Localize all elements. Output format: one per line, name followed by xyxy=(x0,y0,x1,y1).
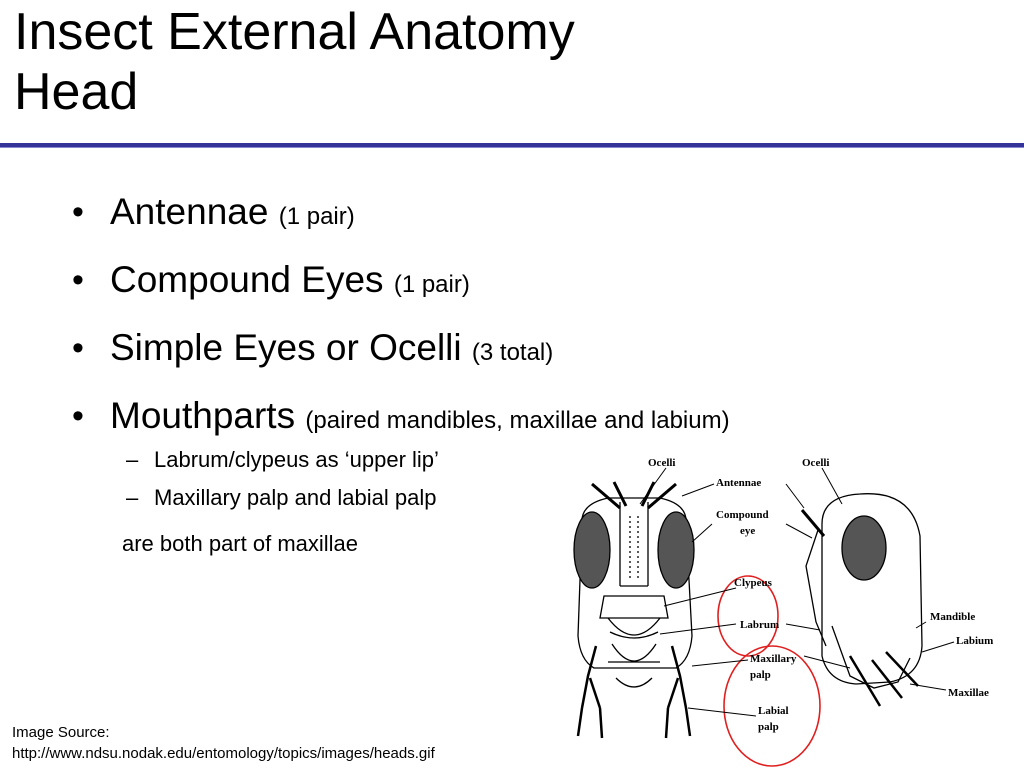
bullet-text: Mouthparts xyxy=(110,395,296,436)
title-line-1: Insect External Anatomy xyxy=(14,3,575,61)
sub-bullet-list: – Labrum/clypeus as ‘upper lip’ – Maxill… xyxy=(122,446,439,522)
label-ocelli-right: Ocelli xyxy=(802,457,830,469)
bullet-compound-eyes: • Compound Eyes (1 pair) xyxy=(72,258,730,326)
bullet-text: Antennae xyxy=(110,191,269,232)
label-compound-line-2: eye xyxy=(740,525,755,537)
page-title: Insect External Anatomy Head xyxy=(14,2,575,122)
bullet-antennae: • Antennae (1 pair) xyxy=(72,190,730,258)
title-divider xyxy=(0,143,1024,148)
insect-head-drawing: Ocelli Ocelli Antennae Compound eye Clyp… xyxy=(573,457,993,767)
bullet-note: (1 pair) xyxy=(393,271,470,298)
label-compound-line-1: Compound xyxy=(716,509,769,521)
leader-lines xyxy=(639,467,955,717)
highlight-circles xyxy=(717,575,821,767)
bullet-dot: • xyxy=(72,193,84,231)
label-labial-line-2: palp xyxy=(758,721,779,733)
image-source: Image Source: http://www.ndsu.nodak.edu/… xyxy=(12,722,435,764)
label-maxillary-line-1: Maxillary xyxy=(750,653,797,665)
head-front-view xyxy=(573,481,695,739)
source-label: Image Source: xyxy=(12,724,110,741)
palp-highlight xyxy=(723,645,821,767)
sub-bullet-text: Labrum/clypeus as ‘upper lip’ xyxy=(154,447,439,472)
bullet-list: • Antennae (1 pair) • Compound Eyes (1 p… xyxy=(72,190,730,462)
sub-bullet-dash: – xyxy=(126,485,139,510)
label-maxillae: Maxillae xyxy=(948,687,989,699)
sub-bullet-dash: – xyxy=(126,447,139,472)
sub-bullet-labrum: – Labrum/clypeus as ‘upper lip’ xyxy=(122,446,439,484)
label-maxillary-line-2: palp xyxy=(750,669,771,681)
bullet-text: Compound Eyes xyxy=(110,259,384,300)
insect-head-diagram: Ocelli Ocelli Antennae Compound eye Clyp… xyxy=(560,446,1024,768)
bullet-simple-eyes: • Simple Eyes or Ocelli (3 total) xyxy=(72,326,730,394)
label-labrum: Labrum xyxy=(740,619,779,631)
bullet-mouthparts: • Mouthparts (paired mandibles, maxillae… xyxy=(72,394,730,462)
label-clypeus: Clypeus xyxy=(734,577,773,589)
bullet-dot: • xyxy=(72,329,84,367)
bullet-text: Simple Eyes or Ocelli xyxy=(110,327,462,368)
label-ocelli-left: Ocelli xyxy=(648,457,676,469)
label-antennae: Antennae xyxy=(716,477,761,489)
title-line-2: Head xyxy=(14,63,139,121)
bullet-dot: • xyxy=(72,261,84,299)
head-side-view xyxy=(800,493,923,707)
sub-bullet-palps: – Maxillary palp and labial palp xyxy=(122,484,439,522)
sub-bullet-continuation: are both part of maxillae xyxy=(122,531,359,556)
bullet-note: (1 pair) xyxy=(278,203,355,230)
label-mandible: Mandible xyxy=(930,611,975,623)
bullet-note: (paired mandibles, maxillae and labium) xyxy=(305,407,730,434)
label-labial-line-1: Labial xyxy=(758,705,789,717)
source-url: http://www.ndsu.nodak.edu/entomology/top… xyxy=(12,745,435,762)
label-labium: Labium xyxy=(956,635,993,647)
bullet-note: (3 total) xyxy=(471,339,554,366)
clypeus-labrum-highlight xyxy=(717,575,779,657)
bullet-dot: • xyxy=(72,397,84,435)
sub-bullet-text: Maxillary palp and labial palp xyxy=(154,485,437,510)
